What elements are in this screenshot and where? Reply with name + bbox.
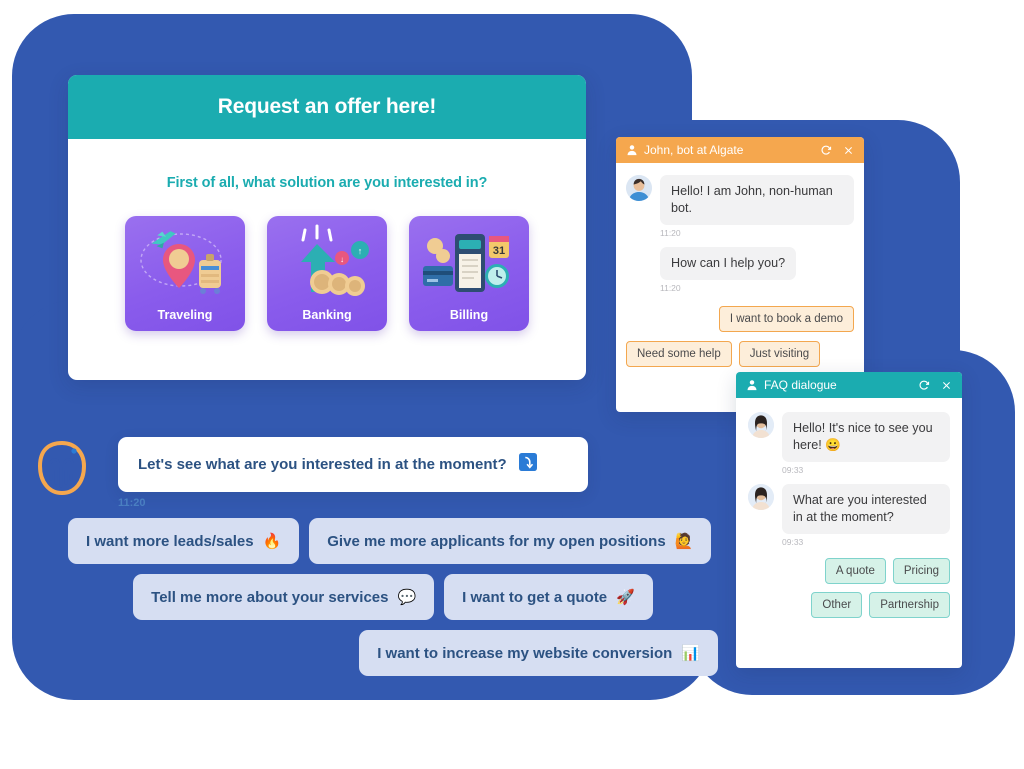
person-icon	[625, 144, 638, 157]
message-timestamp: 11:20	[660, 228, 681, 238]
faq-dialogue-widget: FAQ dialogue Hell	[736, 372, 962, 668]
faq-quick-reply-row-2: Other Partnership	[736, 584, 962, 618]
refresh-icon[interactable]	[917, 379, 930, 392]
suggestion-row-1: I want more leads/sales 🔥 Give me more a…	[68, 518, 718, 564]
solution-tile-traveling[interactable]: Traveling	[125, 216, 245, 331]
suggestion-row-3: I want to increase my website conversion…	[68, 630, 718, 676]
arrow-down-emoji	[518, 453, 537, 476]
svg-text:↑: ↑	[358, 246, 363, 256]
offer-card-body: First of all, what solution are you inte…	[68, 139, 586, 331]
suggestion-services[interactable]: Tell me more about your services 💬	[133, 574, 435, 620]
solution-tile-banking[interactable]: ↑ ↓ Banking	[267, 216, 387, 331]
offer-card-header: Request an offer here!	[68, 75, 586, 139]
quick-reply-need-some-help[interactable]: Need some help	[626, 341, 732, 367]
quick-reply-book-a-demo[interactable]: I want to book a demo	[718, 306, 854, 332]
message-timestamp: 11:20	[660, 283, 681, 293]
lead-message-timestamp: 11:20	[118, 497, 146, 509]
growth-arrow-coins-icon: ↑ ↓	[267, 222, 387, 300]
john-message-list: Hello! I am John, non-human bot. 11:20 H…	[616, 163, 864, 293]
message-bubble: How can I help you?	[660, 247, 797, 280]
lead-message-text: Let's see what are you interested in at …	[138, 456, 507, 473]
quick-reply-a-quote[interactable]: A quote	[824, 558, 886, 584]
quick-reply-just-visiting[interactable]: Just visiting	[738, 341, 821, 367]
quick-reply-pricing[interactable]: Pricing	[892, 558, 950, 584]
offer-card-subtitle: First of all, what solution are you inte…	[166, 175, 488, 191]
close-icon[interactable]	[940, 379, 953, 392]
fire-emoji: 🔥	[262, 533, 282, 550]
john-avatar	[626, 175, 652, 201]
message-timestamp: 09:33	[782, 465, 804, 475]
bot-face-icon	[36, 440, 88, 496]
person-icon	[745, 379, 758, 392]
svg-text:31: 31	[493, 245, 505, 257]
solution-tile-label: Banking	[302, 308, 352, 322]
message-bubble: What are you interested in at the moment…	[782, 484, 950, 534]
suggestion-row-2: Tell me more about your services 💬 I wan…	[68, 574, 718, 620]
faq-widget-title: FAQ dialogue	[764, 378, 837, 392]
suggestion-quote[interactable]: I want to get a quote 🚀	[444, 574, 653, 620]
travel-pin-icon	[125, 222, 245, 300]
suggestion-leads-sales[interactable]: I want more leads/sales 🔥	[68, 518, 300, 564]
lead-message-bubble: Let's see what are you interested in at …	[118, 437, 588, 492]
refresh-icon[interactable]	[819, 144, 832, 157]
offer-request-card: Request an offer here! First of all, wha…	[68, 75, 586, 380]
faq-message-list: Hello! It's nice to see you here! 😀 09:3…	[736, 398, 962, 547]
faq-quick-reply-row-1: A quote Pricing	[736, 556, 962, 584]
message-row: How can I help you?	[626, 247, 854, 280]
quick-reply-other[interactable]: Other	[811, 592, 863, 618]
message-bubble: Hello! I am John, non-human bot.	[660, 175, 854, 225]
john-quick-reply-row-2: Need some help Just visiting	[616, 332, 864, 367]
solution-tile-label: Traveling	[157, 308, 213, 322]
john-bot-widget: John, bot at Algate	[616, 137, 864, 412]
john-widget-title: John, bot at Algate	[644, 143, 744, 157]
john-widget-header: John, bot at Algate	[616, 137, 864, 163]
suggestion-label: Tell me more about your services	[151, 588, 389, 606]
suggestion-applicants[interactable]: Give me more applicants for my open posi…	[309, 518, 712, 564]
payment-terminal-icon: 31	[409, 222, 529, 300]
agent-avatar	[748, 484, 774, 510]
message-timestamp: 09:33	[782, 537, 804, 547]
message-row: What are you interested in at the moment…	[748, 484, 950, 534]
solution-tile-list: Traveling	[90, 216, 564, 331]
close-icon[interactable]	[842, 144, 855, 157]
rocket-emoji: 🚀	[616, 589, 635, 606]
solution-tile-billing[interactable]: 31 Billing	[409, 216, 529, 331]
suggestion-label: Give me more applicants for my open posi…	[327, 532, 666, 550]
message-row: Hello! I am John, non-human bot.	[626, 175, 854, 225]
speech-balloon-emoji: 💬	[397, 589, 417, 606]
svg-text:↓: ↓	[340, 255, 344, 264]
message-row: Hello! It's nice to see you here! 😀	[748, 412, 950, 462]
suggestion-chip-list: I want more leads/sales 🔥 Give me more a…	[68, 518, 718, 686]
suggestion-conversion[interactable]: I want to increase my website conversion…	[359, 630, 718, 676]
raising-hand-emoji: 🙋	[674, 533, 694, 550]
agent-avatar	[748, 412, 774, 438]
message-bubble: Hello! It's nice to see you here! 😀	[782, 412, 950, 462]
faq-widget-header: FAQ dialogue	[736, 372, 962, 398]
quick-reply-partnership[interactable]: Partnership	[869, 592, 950, 618]
suggestion-label: I want to increase my website conversion	[377, 644, 673, 662]
bar-chart-emoji: 📊	[681, 645, 700, 662]
solution-tile-label: Billing	[449, 308, 489, 322]
suggestion-label: I want to get a quote	[462, 588, 608, 606]
suggestion-label: I want more leads/sales	[86, 532, 254, 550]
offer-card-title: Request an offer here!	[217, 95, 437, 118]
john-quick-reply-row-1: I want to book a demo	[616, 302, 864, 332]
